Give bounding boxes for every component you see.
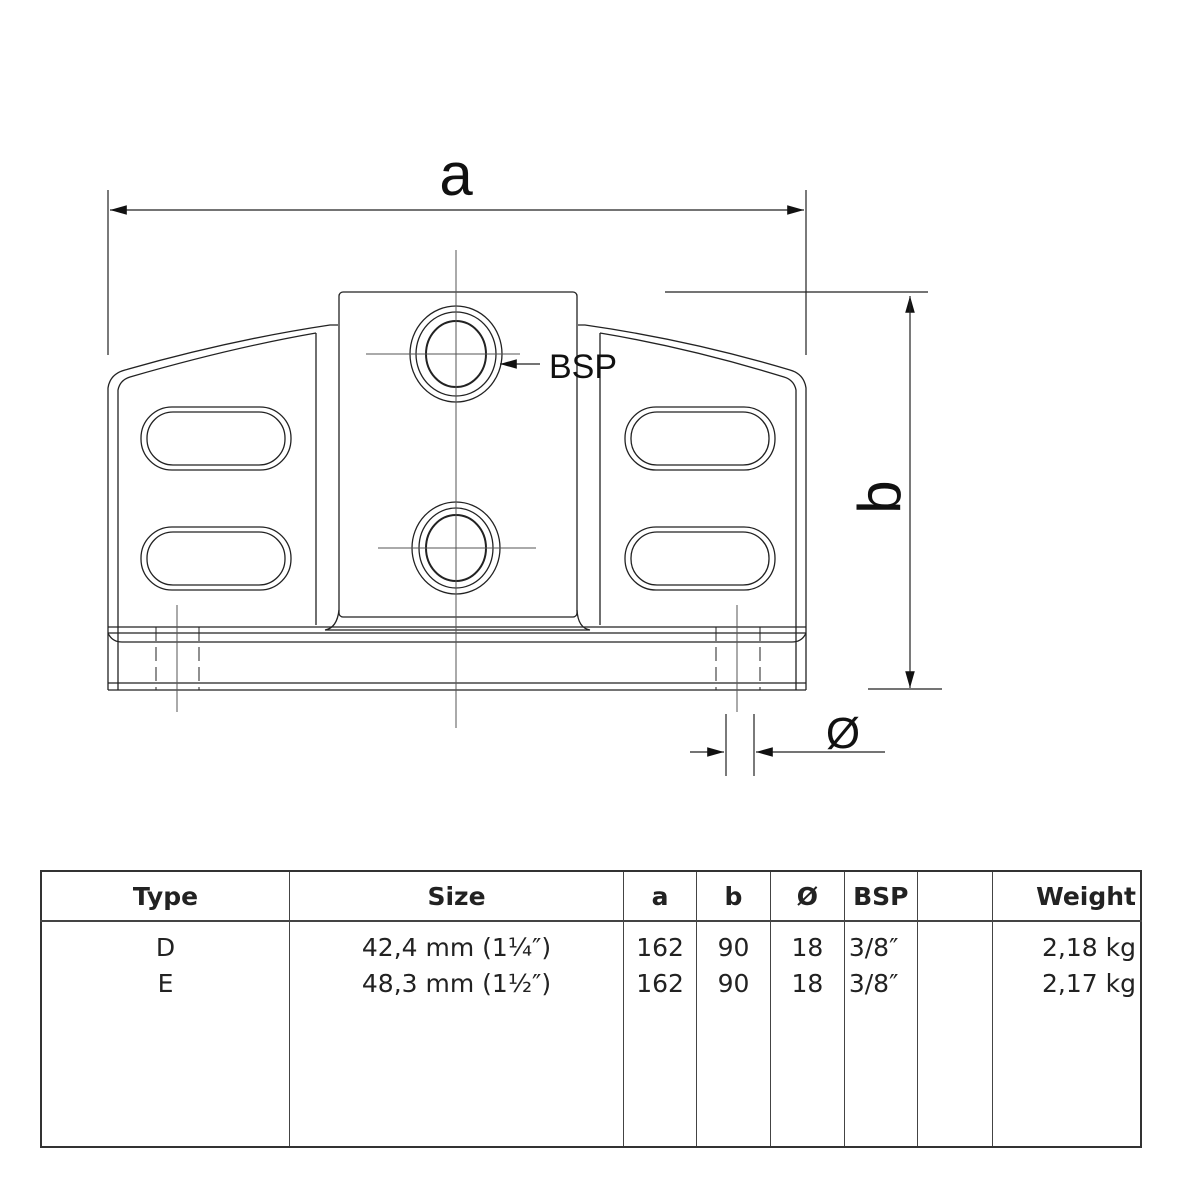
cell-bsp: 3/8″ xyxy=(848,969,899,998)
cell-size: 48,3 mm (1½″) xyxy=(361,969,552,998)
header-blank xyxy=(916,871,993,922)
header-bsp: BSP xyxy=(843,871,918,922)
technical-drawing: a b Ø BSP xyxy=(107,141,942,776)
cell-type: D xyxy=(155,933,176,962)
cell-size: 42,4 mm (1¼″) xyxy=(361,933,552,962)
cell-a: 162 xyxy=(636,933,684,962)
dimension-a-label: a xyxy=(439,141,473,208)
dimension-b-label: b xyxy=(846,480,913,513)
cell-weight: 2,18 kg xyxy=(1042,933,1136,962)
table-header-row: Type Size a b Ø BSP Weight xyxy=(40,871,1141,922)
cell-b: 90 xyxy=(717,933,750,962)
center-lines xyxy=(176,250,738,728)
cell-diameter: 18 xyxy=(791,933,824,962)
header-weight: Weight xyxy=(991,871,1141,922)
cell-a: 162 xyxy=(636,969,684,998)
cell-weight: 2,17 kg xyxy=(1042,969,1136,998)
dimension-diameter-label: Ø xyxy=(826,709,860,758)
cell-b: 90 xyxy=(717,969,750,998)
bsp-thread-label: BSP xyxy=(549,348,617,386)
header-type: Type xyxy=(40,871,290,922)
cell-bsp: 3/8″ xyxy=(848,933,899,962)
cell-diameter: 18 xyxy=(791,969,824,998)
dimension-lines xyxy=(107,190,942,776)
header-a: a xyxy=(623,871,697,922)
header-b: b xyxy=(696,871,771,922)
header-size: Size xyxy=(288,871,624,922)
header-diameter: Ø xyxy=(769,871,845,922)
part-outline xyxy=(107,291,807,691)
cell-type: E xyxy=(157,969,174,998)
